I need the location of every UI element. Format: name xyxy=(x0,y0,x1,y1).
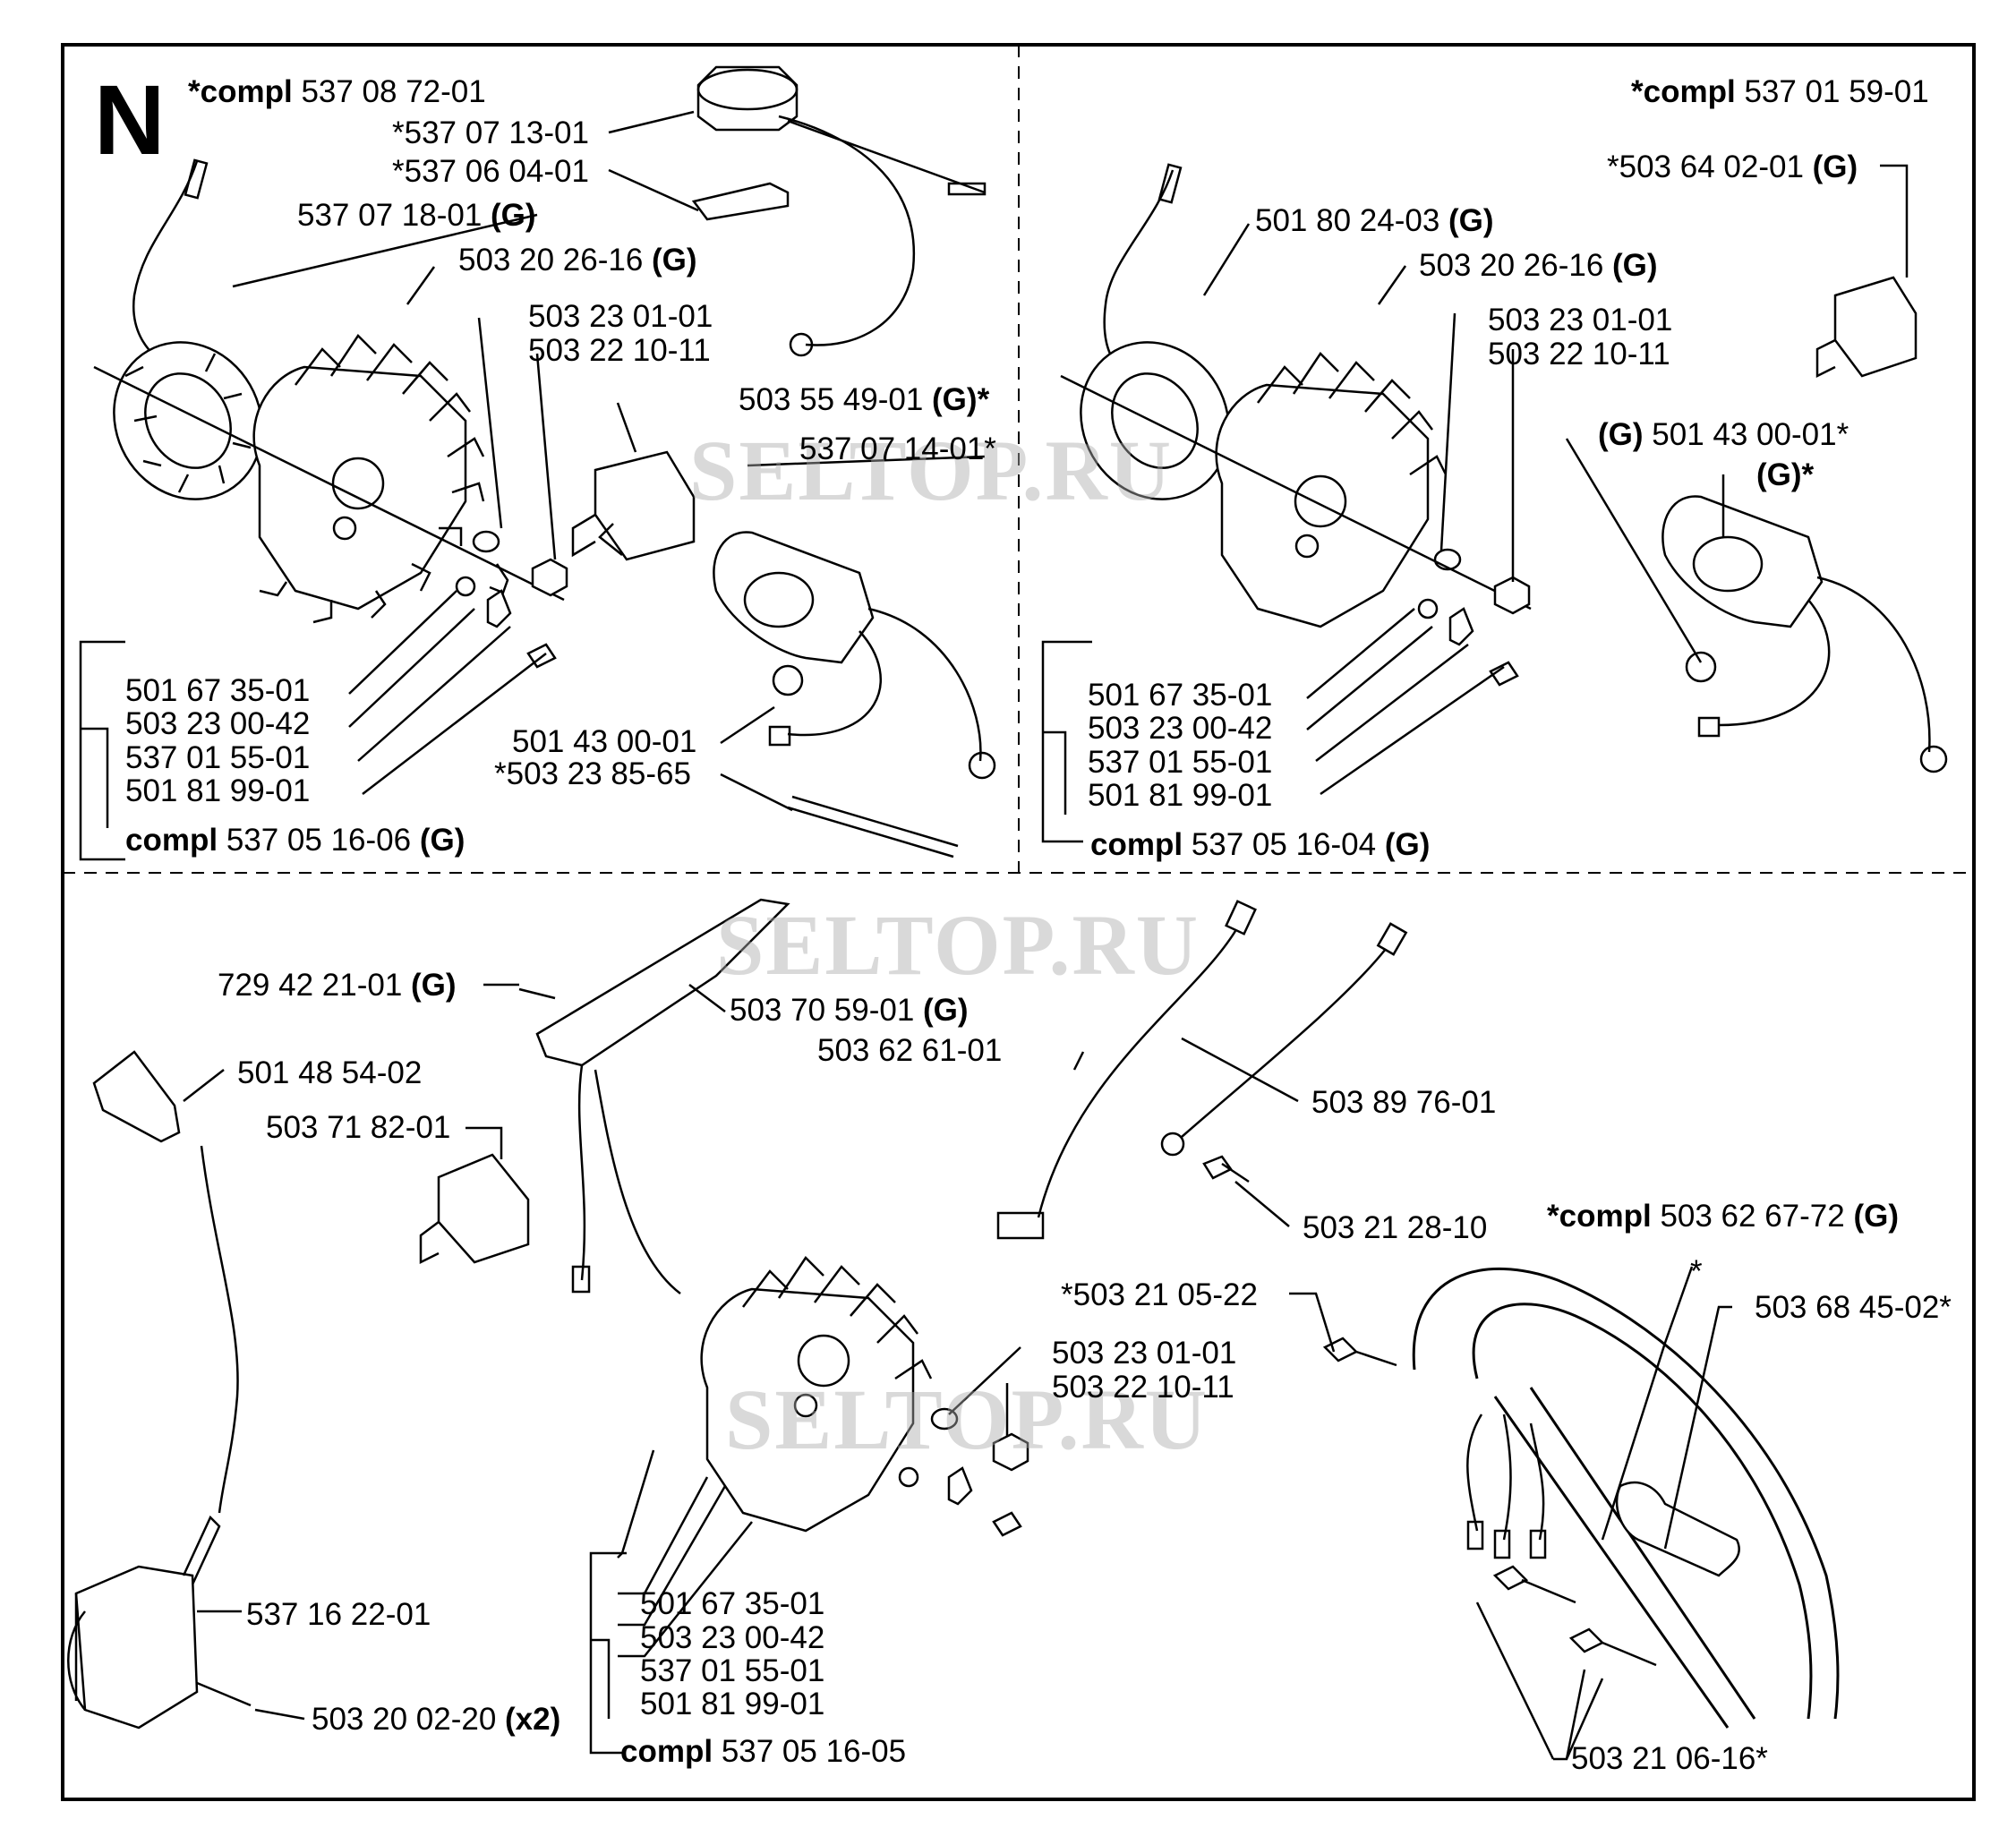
part-label: 501 67 35-01 xyxy=(1088,678,1273,713)
switch-part-right xyxy=(1815,276,1918,379)
part-label: 503 23 01-01 xyxy=(1052,1336,1237,1371)
grommet-part xyxy=(772,664,804,696)
switch-part-bottom xyxy=(419,1153,530,1265)
part-label: 503 21 28-10 xyxy=(1303,1210,1488,1245)
bolt-part-a xyxy=(1322,1337,1397,1367)
kit-prefix: *compl xyxy=(1631,74,1736,109)
part-label: 503 22 10-11 xyxy=(1488,337,1670,372)
compl-label-top-right: compl 537 05 16-04 (G) xyxy=(1090,827,1431,862)
part-label: 503 20 26-16 (G) xyxy=(1419,248,1658,283)
part-label: *503 64 02-01 (G) xyxy=(1607,149,1858,184)
part-label: (G)* xyxy=(1756,457,1815,492)
part-label: *537 06 04-01 xyxy=(392,154,589,189)
part-label: 503 22 10-11 xyxy=(528,333,711,368)
watermark-top: SELTOP.RU xyxy=(689,423,1174,518)
tube-part xyxy=(787,795,959,858)
bolt-part-b xyxy=(1492,1565,1576,1604)
cover-plate-part xyxy=(518,898,790,1294)
part-label: 503 23 00-42 xyxy=(1088,711,1273,746)
ignition-coil-part xyxy=(67,1515,252,1730)
part-label: 503 23 00-42 xyxy=(125,706,311,741)
part-label: 503 71 82-01 xyxy=(266,1110,451,1145)
part-label: 503 70 59-01 (G) xyxy=(730,993,969,1028)
part-label: 537 01 55-01 xyxy=(1088,745,1273,780)
part-label: 503 20 02-20 (x2) xyxy=(312,1702,561,1737)
part-label: 503 21 06-16* xyxy=(1571,1741,1768,1776)
wire-part-a xyxy=(996,900,1257,1240)
part-label: 503 23 01-01 xyxy=(1488,303,1673,337)
flywheel-part-bottom xyxy=(700,1256,933,1533)
part-label: 537 07 18-01 (G) xyxy=(297,198,536,233)
flywheel-part xyxy=(93,334,565,624)
watermark-middle: SELTOP.RU xyxy=(716,897,1200,993)
flywheel-part-right xyxy=(1060,352,1532,628)
screw-part-b xyxy=(1202,1155,1250,1183)
section-letter: N xyxy=(94,65,166,175)
part-label: 501 67 35-01 xyxy=(125,673,311,708)
stator-bracket-part xyxy=(691,182,790,221)
part-label: 501 43 00-01 xyxy=(512,724,697,759)
part-label: 729 42 21-01 (G) xyxy=(218,968,457,1003)
washer-part xyxy=(472,530,500,553)
part-label: 537 01 55-01 xyxy=(125,740,311,775)
part-label: 501 81 99-01 xyxy=(1088,778,1273,813)
ignition-plate-part-right xyxy=(1661,495,1948,773)
wire-part-b xyxy=(1160,922,1408,1157)
kit-number: 537 01 59-01 xyxy=(1744,74,1929,109)
part-label: *503 23 85-65 xyxy=(494,756,691,791)
bolt-part-c xyxy=(1568,1627,1657,1667)
stator-part-right xyxy=(1080,163,1230,500)
kit-label-top-right: *compl 537 01 59-01 xyxy=(1631,75,1929,109)
part-label: (G) 501 43 00-01* xyxy=(1598,417,1849,452)
handle-part xyxy=(1412,1268,1840,1729)
part-label: 503 23 00-42 xyxy=(640,1620,825,1655)
compl-label-bottom: compl 537 05 16-05 xyxy=(620,1734,907,1769)
key-part xyxy=(489,563,509,594)
part-label: 501 81 99-01 xyxy=(640,1687,825,1721)
stop-switch-part xyxy=(571,450,696,561)
part-label: *503 21 05-22 xyxy=(1061,1277,1258,1312)
kit-prefix: *compl xyxy=(188,74,293,109)
part-label: * xyxy=(1690,1254,1703,1289)
part-label: 501 80 24-03 (G) xyxy=(1255,203,1494,238)
part-label: 503 89 76-01 xyxy=(1311,1085,1497,1120)
part-label: 503 23 01-01 xyxy=(528,299,713,334)
ignition-module-part xyxy=(696,65,987,357)
part-label: 503 55 49-01 (G)* xyxy=(739,382,990,417)
kit-number: 537 08 72-01 xyxy=(301,74,486,109)
ignition-plate-part xyxy=(713,531,996,780)
part-label: 537 16 22-01 xyxy=(246,1597,431,1632)
nut-part xyxy=(531,558,568,597)
part-label: 503 62 61-01 xyxy=(817,1033,1003,1068)
part-label: 501 81 99-01 xyxy=(125,773,311,808)
part-label: *537 07 13-01 xyxy=(392,115,589,150)
stator-part xyxy=(113,158,263,500)
part-label: 503 22 10-11 xyxy=(1052,1370,1234,1405)
spring-part xyxy=(1615,1481,1740,1577)
kit-label-top-left: *compl 537 08 72-01 xyxy=(188,75,486,109)
compl-label-top-left: compl 537 05 16-06 (G) xyxy=(125,823,466,858)
spark-plug-cap-part xyxy=(92,1050,239,1514)
watermark-bottom: SELTOP.RU xyxy=(725,1371,1209,1467)
kit-label-bottom: *compl 503 62 67-72 (G) xyxy=(1547,1199,1900,1234)
part-label: 537 07 14-01* xyxy=(799,431,996,466)
part-label: 537 01 55-01 xyxy=(640,1653,825,1688)
part-label: 503 68 45-02* xyxy=(1755,1290,1952,1325)
part-label: 503 20 26-16 (G) xyxy=(458,243,697,278)
part-label: 501 67 35-01 xyxy=(640,1586,825,1621)
part-label: 501 48 54-02 xyxy=(237,1055,423,1090)
